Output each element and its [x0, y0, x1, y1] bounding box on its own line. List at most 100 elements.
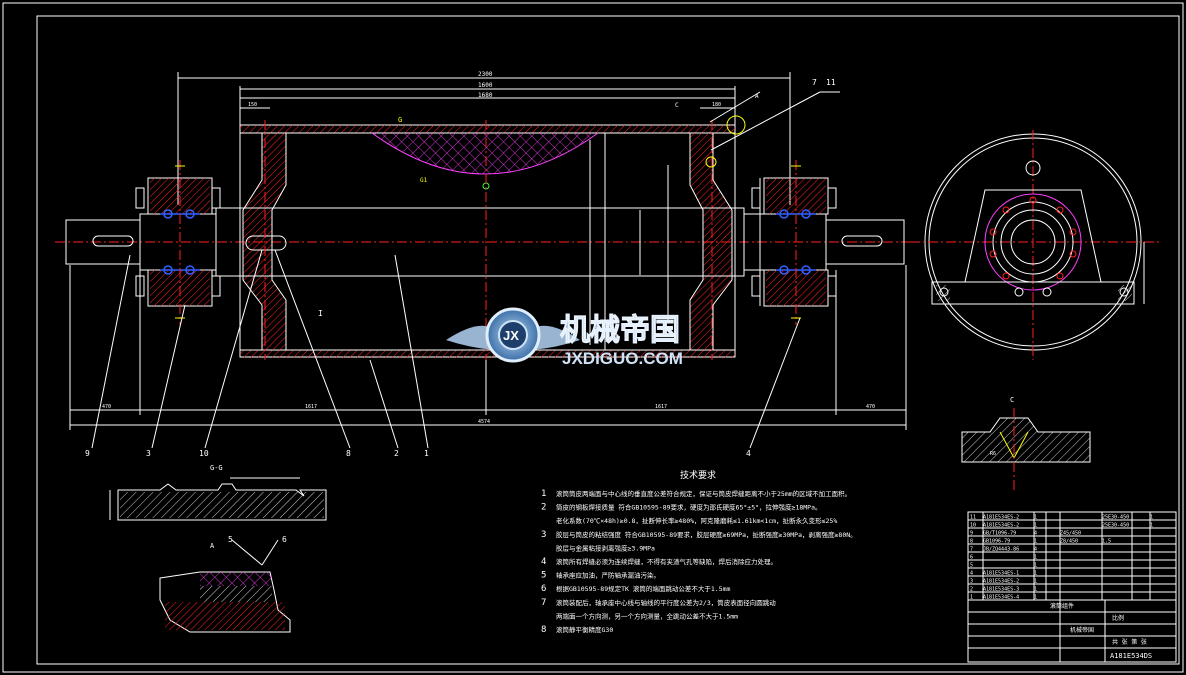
bom-cell: 1 [970, 595, 973, 601]
tech-item-text: 根据GB10595-89规定TK 滚筒的端面跳动公差不大于1.5mm [556, 584, 731, 593]
tech-item-text: 滚筒静平衡精度G30 [556, 625, 613, 634]
bom-cell: 9 [970, 531, 973, 537]
bom-cell: GB1096-79 [983, 539, 1010, 545]
bom-cell: 25E30-450 [1102, 523, 1129, 529]
mark-i: I [318, 309, 323, 318]
callout-4: 4 [746, 449, 751, 458]
tech-item-number: 2 [541, 503, 546, 513]
dim-bottom-left: 470 [102, 404, 111, 410]
title-block-scale: 比例 [1112, 614, 1124, 622]
watermark-en: JXDIGUO.COM [562, 349, 683, 368]
bom-cell: A181E534ES-2 [983, 523, 1019, 529]
tech-item-number: 3 [541, 530, 546, 540]
callout-2: 2 [394, 449, 399, 458]
drawing-code: A181E534DS [1110, 652, 1152, 660]
bom-cell: Z45/450 [1060, 531, 1081, 537]
callout-10: 10 [199, 449, 209, 458]
dim-inner-top: 1600 [478, 82, 493, 89]
tech-title: 技术要求 [680, 469, 716, 481]
tech-item-text: 轴承座应加油，严防轴承漏油污染。 [556, 571, 660, 580]
bom-cell: 1.5 [1102, 539, 1111, 545]
bom-cell: 1 [1034, 523, 1037, 529]
bom-cell: 1 [1034, 515, 1037, 521]
bom-cell: A181E534ES-2 [983, 515, 1019, 521]
tech-item-number: 5 [541, 571, 546, 581]
dim-right-small: 180 [712, 102, 721, 108]
callout-8: 8 [346, 449, 351, 458]
tech-item-text: 胶层与筒皮的粘结强度 符合GB10595-89要求，胶层硬度≥69MPa，扯断强… [556, 530, 857, 539]
bom-cell: 11 [970, 515, 976, 521]
tech-item-number: 4 [541, 557, 546, 567]
callout-9: 9 [85, 449, 90, 458]
dim-bottom-total: 4574 [478, 419, 490, 425]
bom-cell: 1 [1034, 563, 1037, 569]
bom-cell: 10 [970, 523, 976, 529]
tech-item-text: 滚筒装配后，轴承座中心线与轴线的平行度公差为2/3，筒皮表面径向圆跳动 [556, 598, 776, 607]
section-aa-label: A [210, 542, 215, 550]
inner-frame [36, 15, 1180, 665]
bom-cell: 1 [1034, 587, 1037, 593]
bom-cell: 1 [1034, 539, 1037, 545]
bom-cell: 5 [970, 563, 973, 569]
callout-1: 1 [424, 449, 429, 458]
tech-item-number: 8 [541, 625, 546, 635]
bom-cell: 1 [1034, 571, 1037, 577]
g-marker: G [398, 116, 402, 124]
bom-cell: 1 [1034, 595, 1037, 601]
section-aa: A 5 6 [159, 535, 291, 633]
tech-item-number: 6 [541, 584, 546, 594]
tech-item-number: 7 [541, 598, 546, 608]
title-block-sheet: 共 张 第 张 [1112, 638, 1147, 646]
bom-cell: 8 [970, 539, 973, 545]
bom-cell: 25E30-450 [1102, 515, 1129, 521]
watermark-cn: 机械帝国 [560, 313, 680, 348]
bom-cell: 3 [970, 579, 973, 585]
callout-7: 7 [812, 78, 817, 87]
main-elevation-view: 2300 1600 1680 150 180 G G1 [55, 71, 915, 458]
bom-cell: 4 [1034, 547, 1037, 553]
callout-6: 6 [282, 535, 287, 544]
tech-item-text: 胶层与金属粘接剥离强度≥3.9MPa [556, 543, 655, 552]
technical-requirements: 技术要求 1 滚筒筒皮两端面与中心线的垂直度公差符合规定，保证与筒皮焊缝距离不小于… [541, 469, 857, 635]
dim-bottom-right: 470 [866, 404, 875, 410]
a-marker: A [755, 93, 759, 100]
tech-item-text: 筒皮的钢板焊接质量 符合GB10595-89要求，硬度为邵氏硬度65°±5°，拉… [556, 503, 822, 512]
bom-cell: 1 [1150, 515, 1153, 521]
tech-item-text: 老化系数(70℃×48h)≥0.8，扯断伸长率≥480%，阿克隆磨耗≤1.61k… [556, 516, 837, 525]
bom-cell: GB/T1096-79 [983, 531, 1016, 537]
c-marker: C [675, 102, 679, 109]
section-gg-label: G-G [210, 464, 223, 472]
bom-cell: 1 [1034, 555, 1037, 561]
bom-cell: 7 [970, 547, 973, 553]
dim-bottom-mid-right: 1617 [655, 404, 667, 410]
section-gg: G-G [109, 464, 327, 521]
bom-cell: Z8/450 [1060, 539, 1078, 545]
bom-cell: 4 [1034, 531, 1037, 537]
title-block-org: 机械帝国 [1070, 626, 1094, 634]
bom-cell: A181E534ES-1 [983, 571, 1019, 577]
tech-item-number: 1 [541, 489, 546, 499]
callout-5: 5 [228, 535, 233, 544]
g1-marker: G1 [420, 177, 428, 184]
bom-cell: 1 [1150, 523, 1153, 529]
dim-overall-top: 2300 [478, 71, 493, 78]
logo-wing-right [531, 325, 580, 350]
dim-left-small: 150 [248, 102, 257, 108]
bom-cell: A181E534ES-2 [983, 579, 1019, 585]
bom-cell: A181E534ES-3 [983, 587, 1019, 593]
logo-wing-left [446, 325, 495, 350]
tech-item-text: 滚筒筒皮两端面与中心线的垂直度公差符合规定，保证与筒皮焊缝距离不小于25mm的区… [556, 489, 851, 498]
logo-text: JX [503, 328, 519, 343]
bom-cell: 1 [1034, 579, 1037, 585]
dim-inner2-top: 1680 [478, 92, 493, 99]
tech-item-text: 滚筒所有焊缝必须为连续焊缝，不得有夹渣气孔等缺陷，焊后消除应力处理。 [556, 557, 777, 566]
watermark: JX 机械帝国 JXDIGUO.COM [446, 307, 683, 368]
bom-cell: A181E534ES-4 [983, 595, 1019, 601]
callout-11: 11 [826, 78, 836, 87]
bom-cell: 4 [970, 571, 973, 577]
detail-c: C R6 [961, 396, 1091, 490]
end-view [910, 130, 1160, 360]
